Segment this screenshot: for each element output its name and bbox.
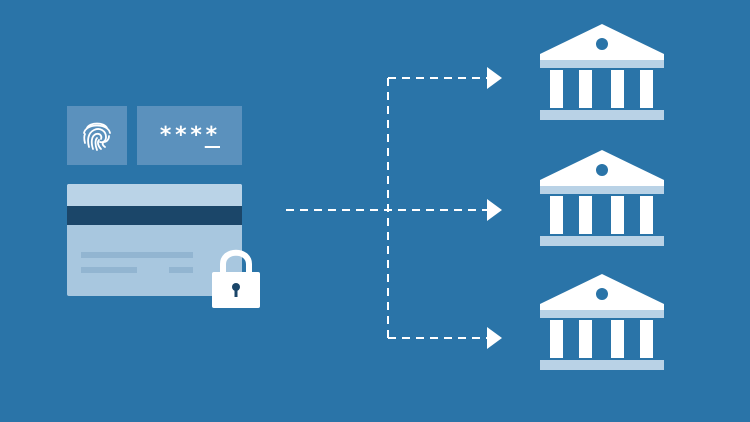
pin-cursor-digit: * [204, 123, 220, 148]
fingerprint-tile [67, 106, 127, 165]
arrowhead-middle [487, 199, 502, 221]
card-magnetic-stripe [67, 206, 242, 225]
arrowhead-top [487, 67, 502, 89]
pin-code-tile: **** [137, 106, 242, 165]
arrowheads [487, 67, 502, 349]
bank-icon [540, 274, 664, 370]
bank-icon [540, 150, 664, 246]
pin-masked-digits: *** [159, 123, 205, 148]
dashed-connectors [286, 77, 488, 339]
arrowhead-bottom [487, 327, 502, 349]
bank-icon [540, 24, 664, 120]
card-text-line [169, 267, 193, 273]
fingerprint-icon [83, 122, 111, 151]
card-text-line [81, 267, 137, 273]
card-text-line [81, 252, 169, 258]
card-top-band [67, 184, 242, 206]
card-text-line [169, 252, 193, 258]
padlock-icon [212, 249, 260, 308]
